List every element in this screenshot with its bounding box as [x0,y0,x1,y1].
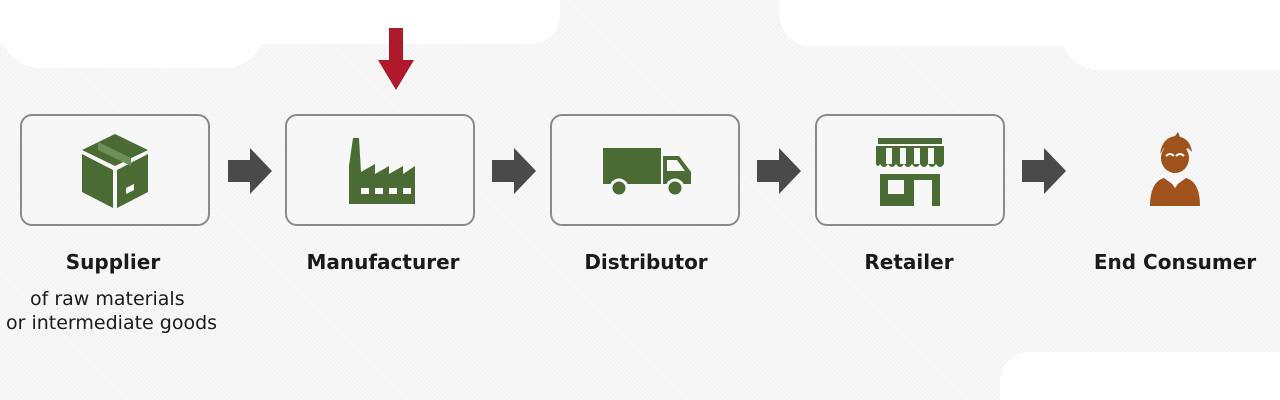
stage-label-distributor: Distributor [584,250,708,274]
supplier-description-line-1: of raw materials [30,288,185,310]
stage-box-distributor [550,114,740,226]
stage-label-retailer: Retailer [864,250,954,274]
flow-arrow-icon [757,148,801,194]
storefront-icon [876,138,944,206]
flow-arrow-icon [492,148,536,194]
stage-label-end-consumer: End Consumer [1093,250,1257,274]
stage-label-manufacturer: Manufacturer [306,250,460,274]
stage-box-supplier [20,114,210,226]
stage-label-supplier: Supplier [65,250,161,274]
person-icon [1150,132,1200,206]
stage-box-retailer [815,114,1005,226]
delivery-truck-icon [603,148,691,198]
stage-box-manufacturer [285,114,475,226]
background-patch [0,0,265,68]
background-patch [1060,0,1280,70]
package-box-icon [82,134,148,208]
highlight-down-arrow-icon [378,28,414,90]
supplier-description-line-2: or intermediate goods [6,312,218,334]
end-consumer-figure [1140,130,1210,210]
background-patch [1000,352,1280,400]
factory-icon [349,138,415,204]
flow-arrow-icon [1022,148,1066,194]
flow-arrow-icon [228,148,272,194]
